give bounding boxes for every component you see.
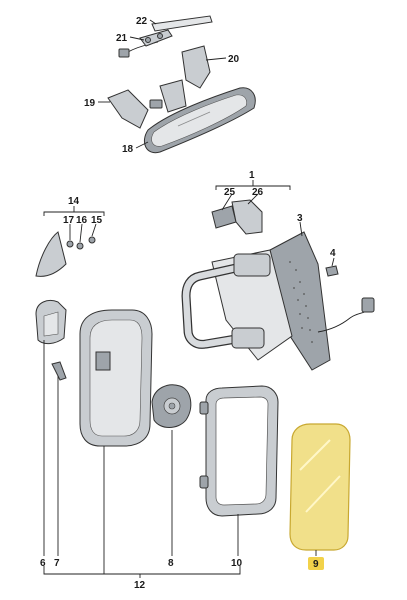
mirror-arm-base — [211, 249, 293, 361]
part-21-connector — [118, 48, 130, 58]
interior-rear-view-mirror-group — [107, 15, 256, 154]
part-15-screw — [88, 236, 96, 244]
part-20-cover-housing — [181, 45, 211, 89]
callout-9: 9 — [313, 559, 319, 570]
callout-17: 17 — [63, 215, 75, 226]
mounting-plate-dots — [289, 261, 313, 343]
wiring-plug — [361, 297, 375, 313]
callout-labels: 22 21 20 19 18 1 25 26 3 4 14 17 16 15 6… — [40, 16, 336, 591]
part-17-screw — [66, 240, 74, 248]
bracket-screw-1 — [145, 37, 151, 43]
callout-19: 19 — [84, 98, 96, 109]
housing-mount-slot — [95, 351, 111, 371]
part-22-cover-strip — [151, 15, 213, 32]
callout-22: 22 — [136, 16, 148, 27]
callout-25: 25 — [224, 187, 236, 198]
part-4-bolt — [325, 265, 339, 277]
callout-21: 21 — [116, 33, 128, 44]
arm-clamp-lower — [231, 327, 265, 349]
part-16-screw — [76, 242, 84, 250]
mirror-arm-assembly-group — [181, 199, 375, 371]
callout-8: 8 — [168, 558, 174, 569]
callout-10: 10 — [231, 558, 243, 569]
mirror-mount-stalk — [159, 79, 187, 113]
part-26-clamp-fitting — [231, 199, 263, 235]
callout-14: 14 — [68, 196, 80, 207]
bracket-screw-2 — [157, 33, 163, 39]
callout-7: 7 — [54, 558, 60, 569]
callout-15: 15 — [91, 215, 103, 226]
part-9-mirror-glass — [289, 423, 351, 551]
arm-clamp-upper — [233, 253, 271, 277]
callout-6: 6 — [40, 558, 46, 569]
mirror-mount-bracket — [139, 29, 173, 47]
part-14-cap-cover — [35, 231, 67, 277]
callout-1: 1 — [249, 170, 255, 181]
callout-20: 20 — [228, 54, 240, 65]
leader-lines — [43, 19, 335, 578]
part-10-mirror-frame-group — [199, 385, 279, 517]
callout-18: 18 — [122, 144, 134, 155]
callout-16: 16 — [76, 215, 88, 226]
part-7-screw — [51, 361, 67, 381]
callout-12: 12 — [134, 580, 146, 591]
callout-4: 4 — [330, 248, 336, 259]
callout-9-badge — [308, 557, 324, 570]
part-19-lower-cover — [107, 89, 149, 129]
exterior-mirror-small-parts-group — [35, 231, 96, 381]
part-9-mirror-glass-group — [289, 423, 351, 551]
part-12-mirror-housing-group — [79, 309, 153, 447]
part-8-adjustment-motor-group — [151, 384, 192, 428]
part-25-clamp-fitting — [211, 205, 237, 229]
callout-26: 26 — [252, 187, 264, 198]
mirror-mount-clip — [149, 99, 163, 109]
callout-3: 3 — [297, 213, 303, 224]
part-18-mirror-glass — [151, 94, 247, 147]
